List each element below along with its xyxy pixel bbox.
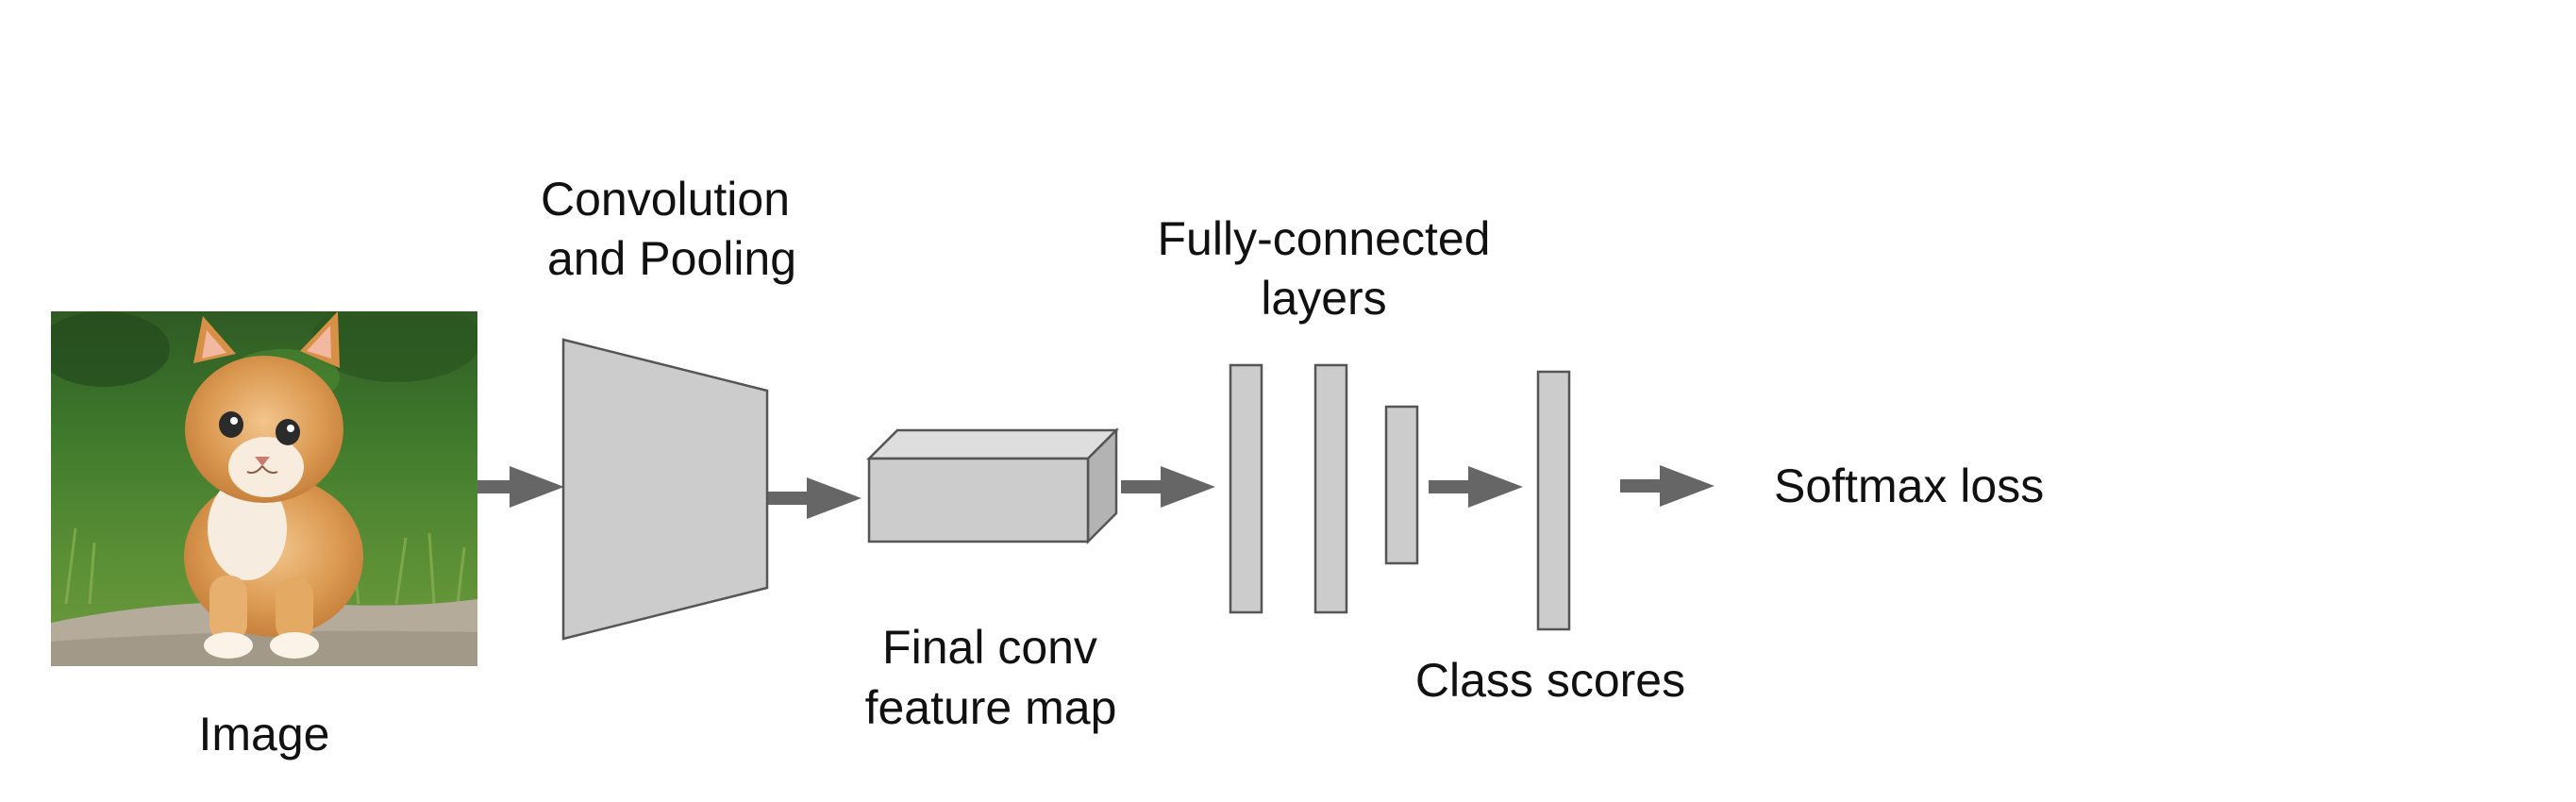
conv-label-line1: Convolution — [541, 173, 790, 226]
feature-map-label-line2: feature map — [865, 681, 1117, 734]
fc-layer-2 — [1313, 363, 1348, 614]
fc-label-line2: layers — [1261, 272, 1386, 325]
fc-label-line1: Fully-connected — [1158, 212, 1491, 265]
conv-pooling-block — [561, 338, 769, 641]
softmax-loss-label: Softmax loss — [1774, 459, 2044, 512]
arrow-image-to-conv — [477, 466, 564, 508]
class-scores-block — [1536, 370, 1571, 631]
kitten-image — [51, 311, 477, 666]
arrow-fc-to-scores — [1429, 466, 1523, 508]
conv-label-line2: and Pooling — [547, 232, 796, 285]
arrow-featuremap-to-fc — [1121, 466, 1215, 508]
class-scores-label: Class scores — [1415, 654, 1685, 707]
fc-layer-3 — [1384, 405, 1419, 565]
arrow-scores-to-loss — [1620, 465, 1715, 507]
arrow-conv-to-featuremap — [767, 477, 861, 519]
feature-map-block — [865, 426, 1120, 545]
feature-map-label-line1: Final conv — [882, 621, 1097, 674]
fc-layer-1 — [1229, 363, 1263, 614]
image-label: Image — [199, 708, 330, 760]
